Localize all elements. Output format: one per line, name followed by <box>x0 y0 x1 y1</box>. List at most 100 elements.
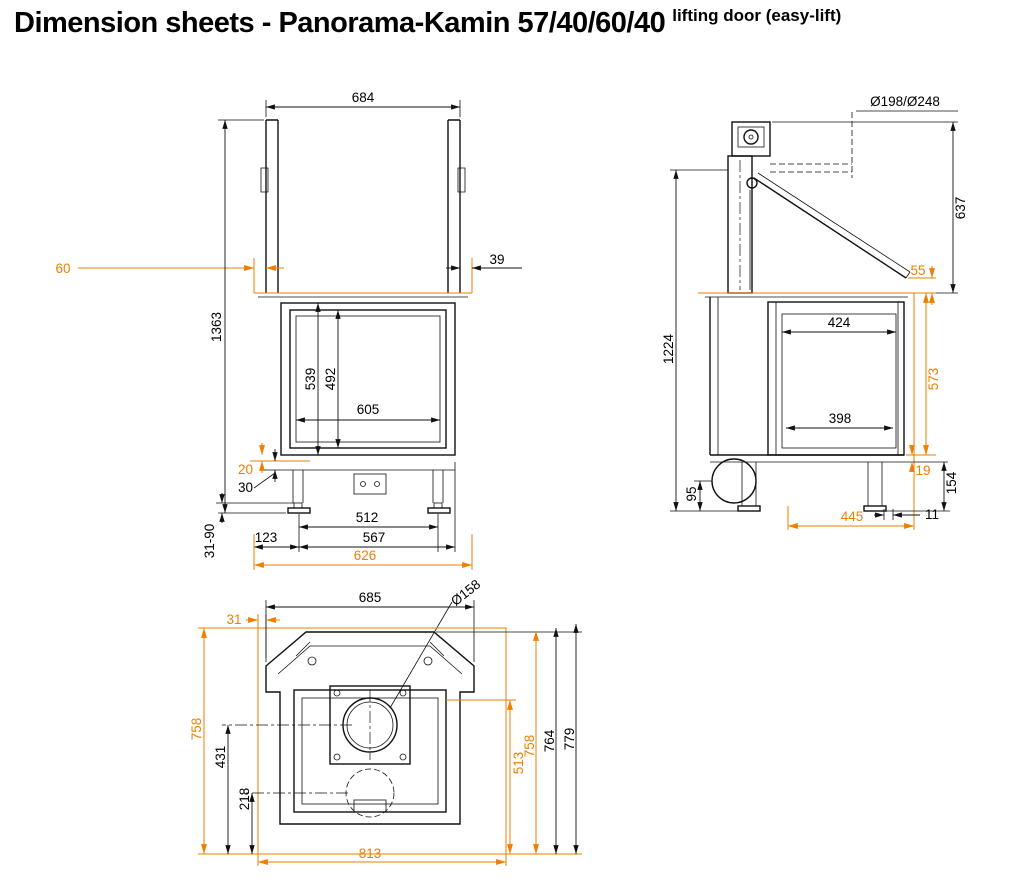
dim-front-base-plate-label: 30 <box>238 480 253 495</box>
front-door-frame <box>289 309 447 449</box>
dim-side-base-depth: 445 <box>787 506 914 530</box>
dim-top-inner-depth-label: 513 <box>511 752 526 775</box>
dim-top-depth-left: 758 <box>189 627 258 855</box>
side-foot-right <box>863 505 887 512</box>
dim-top-hood-width: 685 <box>265 590 475 662</box>
dim-side-base-offset-label: 19 <box>915 463 930 478</box>
dim-front-surround-width: 626 <box>253 534 473 570</box>
front-control-box <box>353 473 387 495</box>
page-title: Dimension sheets - Panorama-Kamin 57/40/… <box>14 6 1017 40</box>
front-body <box>280 302 456 456</box>
top-blower-circle <box>345 768 395 818</box>
side-lifting-door <box>746 172 911 290</box>
dim-top-flue-diameter-label: Ø158 <box>448 577 483 609</box>
dim-front-plate-gap-label: 20 <box>238 462 253 477</box>
dim-front-foot-spacing-label: 512 <box>356 510 379 525</box>
dim-side-upper-height-label: 637 <box>953 197 968 220</box>
dim-top-overall-width-label: 813 <box>359 846 382 861</box>
dim-front-glass-height-label: 492 <box>323 368 338 391</box>
dim-front-foot-adjust-range-label: 31-90 <box>202 524 217 559</box>
dim-front-surround-offset-left: 60 <box>55 261 284 276</box>
dim-front-offset-right: 39 <box>446 252 522 271</box>
dim-side-door-side-height: 573 <box>906 293 941 456</box>
front-surround-line <box>253 258 473 294</box>
dim-top-flue-center-depth: 431 <box>213 724 352 854</box>
dim-top-body-depth: 764 <box>542 628 559 854</box>
side-foot-left <box>737 505 761 512</box>
dim-front-overall-height: 1363 <box>209 119 286 514</box>
dim-top-body-depth-label: 764 <box>542 729 557 752</box>
front-legs <box>292 470 444 503</box>
dim-side-blower-height-label: 95 <box>684 486 699 501</box>
dim-top-overall-width: 813 <box>257 846 507 866</box>
dim-front-hood-width: 684 <box>265 90 461 117</box>
dim-side-door-side-height-label: 573 <box>926 368 941 391</box>
top-view: 685 Ø158 31 <box>189 577 582 866</box>
dim-side-foot-inset-label: 11 <box>925 507 939 522</box>
dim-side-depth-bottom: 398 <box>786 411 893 431</box>
dim-front-glass-height: 492 <box>323 310 341 448</box>
side-flue-stub <box>770 112 853 178</box>
dim-top-flue-center-depth-label: 431 <box>213 746 228 769</box>
title-suffix: lifting door (easy-lift) <box>672 6 842 25</box>
dim-front-hood-width-label: 684 <box>352 90 375 105</box>
dim-top-depth-right: 758 <box>522 631 539 854</box>
dim-front-surround-width-label: 626 <box>354 548 377 563</box>
dim-front-body-width: 567 <box>299 462 456 552</box>
dim-front-offset-right-label: 39 <box>489 252 504 267</box>
dim-top-overall-depth-label: 779 <box>562 728 577 751</box>
dim-top-surround-offset: 31 <box>226 612 280 658</box>
dim-front-overall-height-label: 1363 <box>209 312 224 342</box>
side-surround-line <box>698 292 915 530</box>
front-view: 684 60 39 1363 539 492 <box>55 90 522 570</box>
dim-front-foot-adjust-range: 31-90 <box>202 493 294 558</box>
dim-side-depth-bottom-label: 398 <box>829 411 852 426</box>
top-surround-outline <box>257 627 507 855</box>
front-foot-left <box>287 507 311 514</box>
side-legs <box>741 462 883 506</box>
dim-front-foot-offset: 123 <box>253 514 300 552</box>
top-body-outline <box>265 631 475 825</box>
dim-side-flue-diameter-label: Ø198/Ø248 <box>870 94 940 109</box>
dim-top-blower-center-depth: 218 <box>237 788 348 854</box>
dim-front-door-frame-height: 539 <box>303 303 321 455</box>
dim-side-blower-height: 95 <box>684 480 712 511</box>
dim-front-body-width-label: 567 <box>363 530 386 545</box>
dim-side-depth-top-label: 424 <box>828 315 851 330</box>
dim-top-blower-center-depth-label: 218 <box>237 788 252 811</box>
dim-side-base-offset: 19 <box>904 445 948 478</box>
front-hood-panels <box>265 119 461 293</box>
dim-top-depth-left-label: 758 <box>189 718 204 741</box>
dim-front-plate-gap: 20 <box>238 443 265 477</box>
side-pulley <box>746 177 758 189</box>
dim-side-flue-diameter: Ø198/Ø248 <box>856 94 958 112</box>
dim-top-hood-width-label: 685 <box>359 590 382 605</box>
dim-side-base-height: 154 <box>886 462 959 512</box>
dim-side-foot-inset: 11 <box>874 507 939 522</box>
dim-side-base-depth-label: 445 <box>841 509 864 524</box>
dim-top-depth-right-label: 758 <box>522 735 537 758</box>
side-blower <box>711 458 757 504</box>
dim-side-door-travel: 55 <box>908 263 936 305</box>
dim-top-inner-depth: 513 <box>446 699 526 854</box>
dim-front-base-plate: 30 <box>238 449 278 495</box>
title-main: Dimension sheets - Panorama-Kamin 57/40/… <box>14 7 666 39</box>
dim-front-glass-width-label: 605 <box>357 402 380 417</box>
dim-front-surround-offset-left-label: 60 <box>55 261 70 276</box>
front-glass <box>295 315 441 443</box>
dim-side-overall-height: 1224 <box>661 169 738 512</box>
dim-front-foot-spacing: 512 <box>299 510 439 552</box>
dim-side-base-height-label: 154 <box>944 471 959 494</box>
dim-front-glass-width: 605 <box>296 402 440 423</box>
dim-side-upper-height: 637 <box>772 121 968 294</box>
dim-top-overall-depth: 779 <box>562 624 579 854</box>
front-hood-brackets <box>260 167 466 193</box>
side-view: Ø198/Ø248 637 55 1224 <box>661 94 968 530</box>
top-inner-frame <box>293 689 447 813</box>
dim-top-surround-offset-label: 31 <box>226 612 241 627</box>
dim-side-depth-top: 424 <box>782 315 896 335</box>
dim-front-door-frame-height-label: 539 <box>303 368 318 391</box>
dim-side-overall-height-label: 1224 <box>661 333 676 364</box>
dim-front-foot-offset-label: 123 <box>255 530 278 545</box>
